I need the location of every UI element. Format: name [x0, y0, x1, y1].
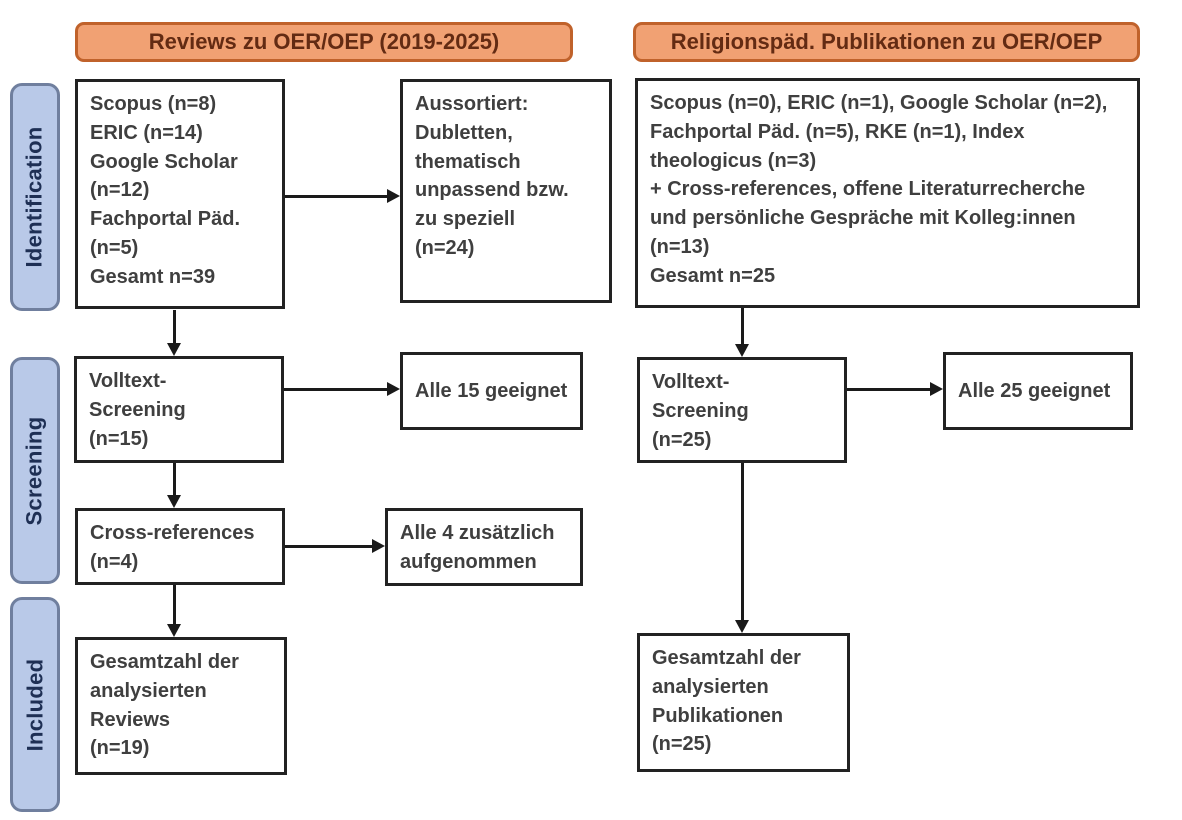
box-left-screening-result: Alle 15 geeignet	[400, 352, 583, 430]
box-right-included-total: Gesamtzahl der analysierten Publikatione…	[637, 633, 850, 772]
header-religionspaed-column: Religionspäd. Publikationen zu OER/OEP	[633, 22, 1140, 62]
phase-screening-label: Screening	[22, 415, 48, 526]
arrow-left-screening-to-crossref	[167, 463, 181, 508]
phase-identification: Identification	[10, 83, 60, 311]
box-left-excluded: Aussortiert: Dubletten, thematisch unpas…	[400, 79, 612, 303]
arrow-left-sources-to-screening	[167, 310, 181, 356]
box-right-sources: Scopus (n=0), ERIC (n=1), Google Scholar…	[635, 78, 1140, 308]
arrowhead-right-icon	[387, 382, 400, 396]
arrowhead-down-icon	[167, 624, 181, 637]
box-left-fulltext-screening: Volltext- Screening (n=15)	[74, 356, 284, 463]
arrow-left-crossref-to-result	[285, 539, 385, 553]
arrow-right-screening-to-included	[735, 463, 749, 633]
phase-screening: Screening	[10, 357, 60, 584]
arrowhead-down-icon	[167, 495, 181, 508]
phase-included: Included	[10, 597, 60, 812]
arrowhead-right-icon	[372, 539, 385, 553]
box-right-screening-result: Alle 25 geeignet	[943, 352, 1133, 430]
arrowhead-down-icon	[735, 620, 749, 633]
arrow-left-crossref-to-included	[167, 585, 181, 637]
arrowhead-right-icon	[930, 382, 943, 396]
arrowhead-down-icon	[167, 343, 181, 356]
arrow-left-screening-to-result	[284, 382, 400, 396]
box-left-included-total: Gesamtzahl der analysierten Reviews (n=1…	[75, 637, 287, 775]
box-left-crossref-result: Alle 4 zusätzlich aufgenommen	[385, 508, 583, 586]
phase-included-label: Included	[22, 658, 48, 751]
header-religionspaed-label: Religionspäd. Publikationen zu OER/OEP	[670, 29, 1103, 54]
arrow-right-sources-to-screening	[735, 308, 749, 357]
arrowhead-down-icon	[735, 344, 749, 357]
phase-identification-label: Identification	[22, 126, 47, 268]
arrow-left-sources-to-excluded	[285, 189, 400, 203]
box-left-crossreferences: Cross-references (n=4)	[75, 508, 285, 585]
box-left-sources: Scopus (n=8) ERIC (n=14) Google Scholar …	[75, 79, 285, 309]
arrow-right-screening-to-result	[847, 382, 943, 396]
arrowhead-right-icon	[387, 189, 400, 203]
header-reviews-column: Reviews zu OER/OEP (2019-2025)	[75, 22, 573, 62]
box-right-fulltext-screening: Volltext- Screening (n=25)	[637, 357, 847, 463]
header-reviews-label: Reviews zu OER/OEP (2019-2025)	[148, 29, 500, 54]
